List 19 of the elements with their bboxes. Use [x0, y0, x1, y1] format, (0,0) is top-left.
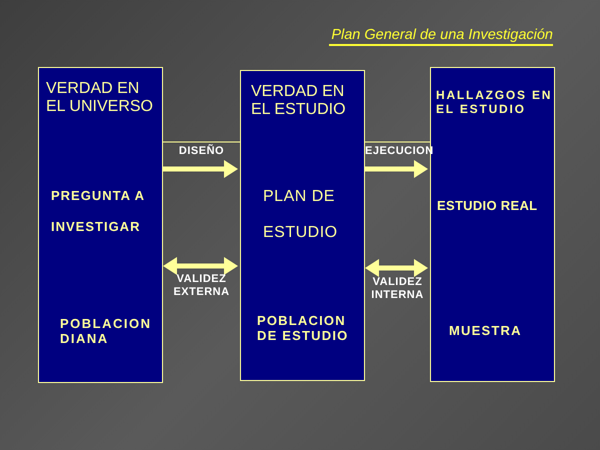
- arrow: [163, 160, 238, 178]
- column-text: POBLACION DE ESTUDIO: [257, 314, 350, 344]
- arrow: [365, 259, 428, 277]
- arrow: [163, 257, 238, 275]
- column-text: ESTUDIO REAL: [437, 199, 538, 214]
- column-text: MUESTRA: [449, 324, 523, 338]
- arrow: [365, 160, 428, 178]
- column-heading: HALLAZGOS EN EL ESTUDIO: [436, 89, 554, 117]
- column-text: PLAN DE ESTUDIO: [263, 187, 339, 243]
- column-heading: VERDAD EN EL ESTUDIO: [251, 83, 347, 118]
- column-heading: VERDAD EN EL UNIVERSO: [46, 80, 154, 116]
- edge-label: DISEÑO: [178, 145, 226, 158]
- title: Plan General de una Investigación: [329, 27, 553, 46]
- column-box: [38, 67, 163, 383]
- edge-label: VALIDEZ EXTERNA: [172, 273, 231, 298]
- column-text: PREGUNTA A INVESTIGAR: [51, 187, 146, 236]
- column-text: POBLACION DIANA: [60, 317, 152, 347]
- edge-label: VALIDEZ INTERNA: [370, 276, 425, 302]
- column-box: [240, 70, 365, 381]
